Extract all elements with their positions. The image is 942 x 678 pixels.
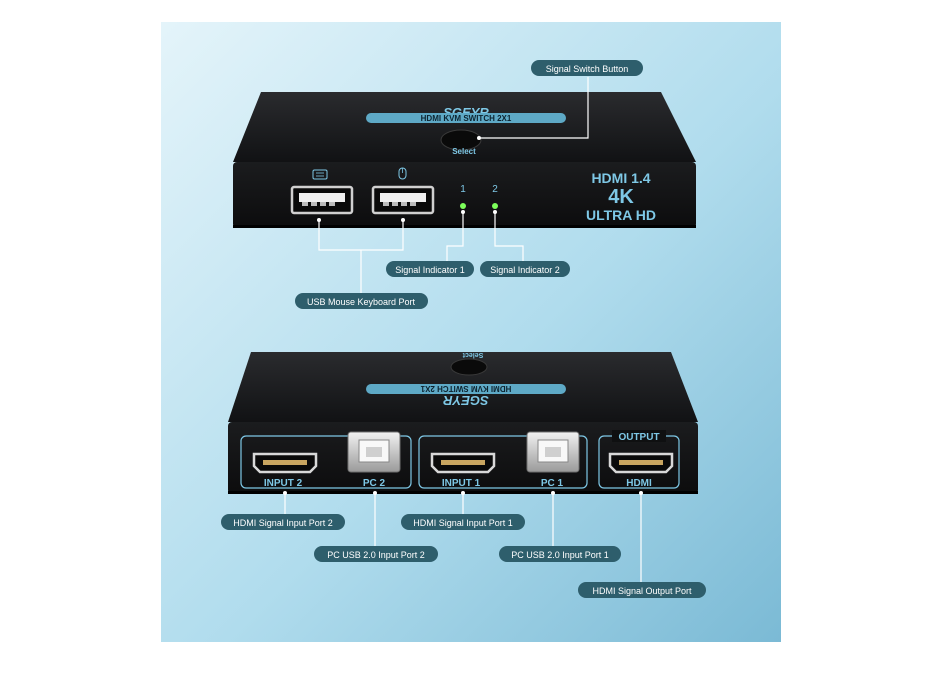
kvm-back-view: SGEYR HDMI KVM SWITCH 2X1 Select OUT [228,351,698,494]
callout-signal-indicator-1: Signal Indicator 1 [386,261,474,277]
indicator-2-number: 2 [492,184,498,195]
front-callout-dots [317,136,497,222]
kvm-front-view: SGEYR HDMI KVM SWITCH 2X1 Select 1 2 HDM… [233,92,696,228]
callout-hdmi-signal-input-port-1: HDMI Signal Input Port 1 [401,514,525,530]
callout-signal-switch-button: Signal Switch Button [531,60,643,76]
front-callout-lines [318,77,589,294]
callout-usb-mouse-keyboard-port: USB Mouse Keyboard Port [295,293,428,309]
port-frame-input1 [418,435,588,489]
back-callout-dots [283,491,643,495]
product-image: SGEYR HDMI KVM SWITCH 2X1 Select 1 2 HDM… [161,22,781,642]
spec-ultra-hd: ULTRA HD [586,207,656,223]
svg-text:Select: Select [462,351,483,358]
keyboard-icon [312,169,328,180]
spec-hdmi-version: HDMI 1.4 [591,170,650,186]
svg-text:PC USB 2.0 Input Port 1: PC USB 2.0 Input Port 1 [511,550,609,560]
callout-signal-indicator-2: Signal Indicator 2 [480,261,570,277]
led-indicator-2 [492,203,498,209]
port-frame-input2 [240,435,412,489]
label-input2: INPUT 2 [264,478,303,489]
led-indicator-1 [460,203,466,209]
back-callout-lines [284,493,642,582]
label-hdmi: HDMI [626,478,652,489]
label-input1: INPUT 1 [442,478,481,489]
svg-text:USB Mouse Keyboard Port: USB Mouse Keyboard Port [307,297,416,307]
svg-text:Signal Indicator 2: Signal Indicator 2 [490,265,560,275]
svg-text:Signal Switch Button: Signal Switch Button [546,64,629,74]
select-label: Select [452,147,476,156]
select-button [440,129,482,151]
label-output: OUTPUT [618,432,659,443]
callout-hdmi-signal-input-port-2: HDMI Signal Input Port 2 [221,514,345,530]
callout-pc-usb-input-port-2: PC USB 2.0 Input Port 2 [314,546,438,562]
svg-text:HDMI KVM SWITCH 2X1: HDMI KVM SWITCH 2X1 [420,384,511,393]
svg-text:HDMI Signal Output Port: HDMI Signal Output Port [592,586,692,596]
product-illustration: SGEYR HDMI KVM SWITCH 2X1 Select 1 2 HDM… [161,22,781,642]
brand-logo-back: SGEYR [443,393,489,408]
callout-hdmi-signal-output-port: HDMI Signal Output Port [578,582,706,598]
label-pc1: PC 1 [541,478,564,489]
callout-pc-usb-input-port-1: PC USB 2.0 Input Port 1 [499,546,621,562]
svg-text:Signal Indicator 1: Signal Indicator 1 [395,265,465,275]
label-pc2: PC 2 [363,478,386,489]
spec-4k: 4K [608,186,634,208]
svg-text:HDMI Signal Input Port 2: HDMI Signal Input Port 2 [233,518,333,528]
indicator-1-number: 1 [460,184,466,195]
model-label: HDMI KVM SWITCH 2X1 [421,114,512,123]
svg-text:HDMI Signal Input Port 1: HDMI Signal Input Port 1 [413,518,513,528]
svg-text:PC USB 2.0 Input Port 2: PC USB 2.0 Input Port 2 [327,550,425,560]
